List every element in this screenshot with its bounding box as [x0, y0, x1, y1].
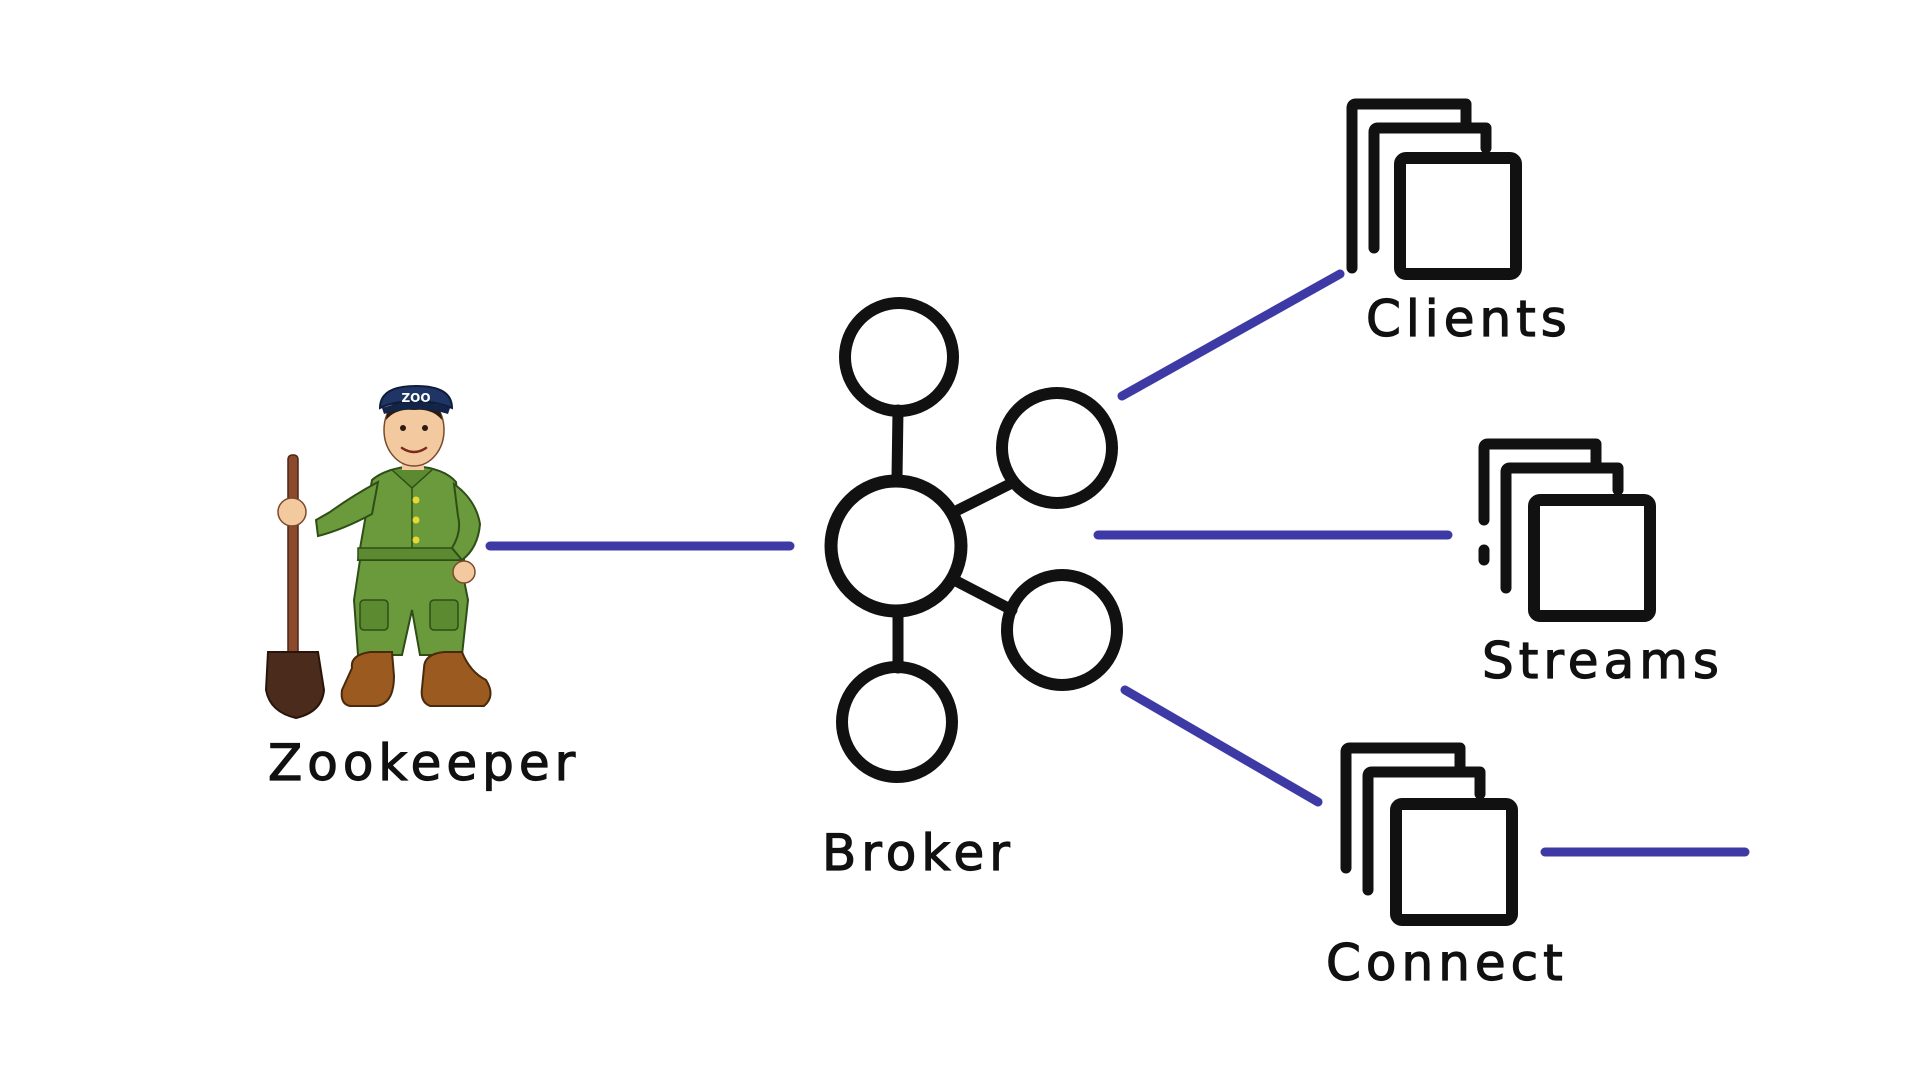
streams-stacked-squares-icon: [1478, 438, 1656, 622]
zookeeper-cap-text: ZOO: [401, 391, 430, 405]
zookeeper-hand-right: [452, 560, 476, 584]
connectors: [485, 269, 1750, 857]
zookeeper-character-icon: ZOO: [264, 384, 492, 720]
connect-label: Connect: [1326, 934, 1568, 992]
clients-label: Clients: [1366, 290, 1572, 348]
broker-connect-connector: [1120, 685, 1323, 807]
connect-stacked-squares-icon: [1340, 742, 1518, 926]
broker-label: Broker: [822, 824, 1015, 882]
broker-node-bottom: [836, 661, 958, 783]
broker-spoke-upper-right: [952, 478, 1016, 516]
zookeeper-hand-left: [277, 497, 307, 527]
broker-cluster-icon: [824, 297, 1123, 783]
clients-stacked-squares-icon: [1346, 98, 1522, 280]
broker-spoke-top: [891, 404, 904, 484]
shovel-handle: [287, 454, 299, 681]
zookeeper-cap: [378, 384, 454, 410]
broker-clients-connector: [1117, 269, 1345, 401]
labels: Zookeeper Broker Clients Streams Connect: [267, 289, 1724, 992]
broker-node-top: [839, 297, 959, 417]
zookeeper-label: Zookeeper: [268, 734, 580, 792]
broker-node-center: [824, 474, 968, 618]
streams-label: Streams: [1482, 632, 1724, 690]
broker-node-upper-right: [996, 387, 1118, 509]
broker-spoke-lower-right: [952, 576, 1018, 616]
shovel-blade: [264, 651, 326, 720]
broker-node-lower-right: [1001, 569, 1123, 691]
